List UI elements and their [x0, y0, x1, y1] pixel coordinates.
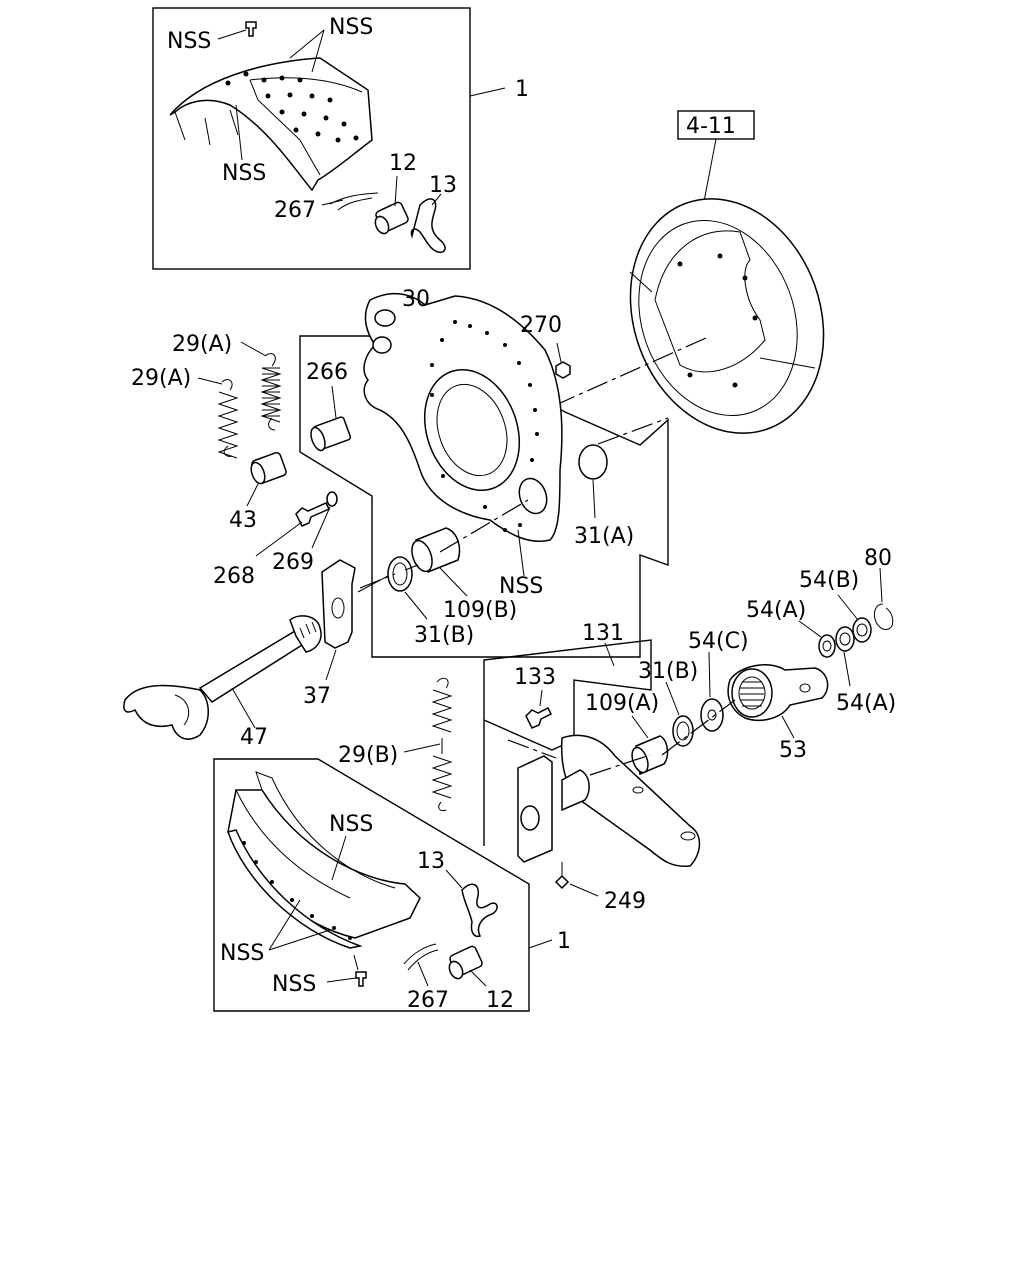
bracket-frame — [483, 639, 652, 846]
upper-clip-icon — [410, 198, 446, 254]
label-part-13-bot: 13 — [417, 849, 445, 874]
label-part-266: 266 — [306, 360, 348, 385]
dust-shield-icon — [629, 198, 825, 434]
washer-54c-icon — [700, 698, 724, 732]
washer-269-icon — [326, 491, 338, 507]
seal-31a-icon — [578, 444, 608, 480]
upper-brake-shoe-group: NSS NSS NSS 1 12 13 267 — [152, 7, 529, 270]
label-part-54c: 54(C) — [688, 629, 749, 654]
seal-31b-b-icon — [672, 715, 694, 747]
spring-29b-group: 29(B) — [338, 677, 453, 811]
spring-29a-2-icon — [217, 379, 239, 459]
bushing-266-icon — [310, 416, 352, 452]
label-part-109a: 109(A) — [585, 691, 659, 716]
bushing-109b-icon — [411, 527, 461, 573]
label-part-31b-b: 31(B) — [638, 659, 698, 684]
label-nss-f: NSS — [220, 941, 264, 966]
camshaft-icon — [123, 615, 322, 740]
lower-spring-clip-icon — [403, 943, 439, 971]
upper-roller-icon — [374, 201, 409, 235]
bushing-109a-icon — [631, 735, 669, 776]
label-part-29b: 29(B) — [338, 743, 398, 768]
label-part-12-bot: 12 — [486, 988, 514, 1013]
label-nss-e: NSS — [329, 812, 373, 837]
slack-adjuster-icon — [727, 664, 829, 722]
rivet-icon — [245, 21, 257, 37]
label-part-249: 249 — [604, 889, 646, 914]
seal-31b-icon — [387, 556, 413, 592]
label-nss-g: NSS — [272, 972, 316, 997]
label-nss-c: NSS — [222, 161, 266, 186]
left-parts-group: 29(A) 29(A) 43 268 269 37 47 — [123, 332, 389, 750]
label-part-12-top: 12 — [389, 151, 417, 176]
label-nss-a: NSS — [167, 29, 211, 54]
label-part-1-bot: 1 — [557, 929, 571, 954]
nut-icon — [555, 361, 571, 379]
bracket-group: 131 133 31(B) 109(A) 54(C) 54(A) 54(B) 8… — [483, 546, 896, 914]
plate-37-icon — [321, 559, 356, 649]
lower-clip-icon — [461, 883, 498, 938]
label-part-270: 270 — [520, 313, 562, 338]
label-part-269: 269 — [272, 550, 314, 575]
washer-54a-icon — [818, 634, 836, 658]
washer-54b-icon — [835, 617, 872, 652]
label-part-29a-1: 29(A) — [172, 332, 232, 357]
reference-label: 4-11 — [686, 114, 736, 139]
label-part-267-bot: 267 — [407, 988, 449, 1013]
label-nss-d: NSS — [499, 574, 543, 599]
lower-roller-icon — [448, 945, 483, 980]
upper-brake-shoe-icon — [169, 57, 373, 192]
label-part-54b: 54(B) — [799, 568, 859, 593]
label-part-54a-2: 54(A) — [836, 691, 896, 716]
dust-shield-group: 4-11 — [629, 110, 825, 434]
spring-29a-1-icon — [260, 353, 282, 431]
bolt-133-icon — [525, 706, 553, 729]
label-part-109b: 109(B) — [443, 598, 517, 623]
lower-brake-shoe-group: NSS 13 1 NSS NSS 267 12 — [213, 758, 571, 1013]
lower-brake-shoe-icon — [227, 789, 421, 939]
snap-ring-icon — [873, 603, 894, 630]
grease-fitting-icon — [554, 874, 570, 890]
label-part-268: 268 — [213, 564, 255, 589]
label-part-54a-1: 54(A) — [746, 598, 806, 623]
label-part-1-top: 1 — [515, 77, 529, 102]
label-part-133: 133 — [514, 665, 556, 690]
label-nss-b: NSS — [329, 15, 373, 40]
label-part-53: 53 — [779, 738, 807, 763]
label-part-37: 37 — [303, 684, 331, 709]
label-part-47: 47 — [240, 725, 268, 750]
label-part-29a-2: 29(A) — [131, 366, 191, 391]
label-part-80: 80 — [864, 546, 892, 571]
label-part-30: 30 — [402, 287, 430, 312]
centerline-a — [539, 337, 707, 413]
label-part-267-top: 267 — [274, 198, 316, 223]
label-part-131: 131 — [582, 621, 624, 646]
label-part-31a: 31(A) — [574, 524, 634, 549]
lower-rivet-icon — [355, 971, 367, 987]
label-part-13-top: 13 — [429, 173, 457, 198]
label-part-43: 43 — [229, 508, 257, 533]
spider-group: 30 270 266 31(A) NSS 109(B) 31(B) — [299, 287, 669, 658]
roller-43-icon — [250, 451, 287, 485]
label-part-31b-a: 31(B) — [414, 623, 474, 648]
upper-shoe-frame — [152, 7, 471, 270]
